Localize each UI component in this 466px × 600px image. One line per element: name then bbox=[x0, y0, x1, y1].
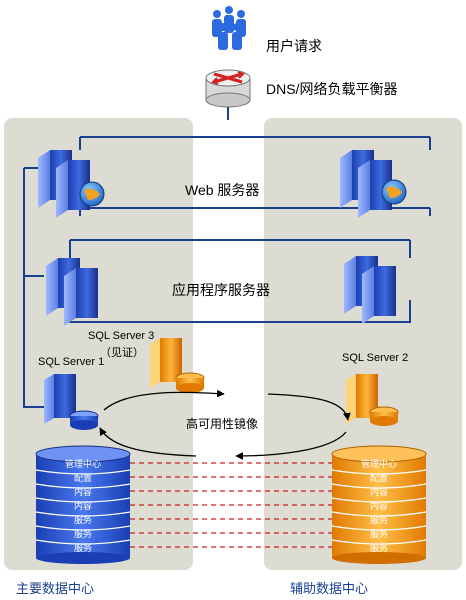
sql-server-3-icon bbox=[150, 338, 205, 393]
sql-server-1-icon bbox=[44, 374, 99, 430]
web-server-left-icon bbox=[38, 150, 105, 218]
witness-note-label: （见证） bbox=[100, 347, 144, 359]
web-server-right-icon bbox=[340, 150, 407, 218]
router-icon bbox=[205, 69, 251, 108]
primary-database-stack bbox=[35, 445, 131, 564]
primary-db-label: 内容 bbox=[73, 501, 92, 511]
sql-server-1-label: SQL Server 1 bbox=[38, 356, 105, 368]
load-balancer-label: DNS/网络负载平衡器 bbox=[266, 81, 398, 97]
primary-datacenter-label: 主要数据中心 bbox=[16, 581, 95, 596]
primary-db-label: 内容 bbox=[73, 487, 92, 497]
secondary-db-label: 管理中心 bbox=[360, 459, 397, 469]
primary-db-label: 服务 bbox=[73, 543, 92, 553]
users-icon bbox=[212, 6, 246, 50]
primary-db-label: 服务 bbox=[73, 529, 92, 539]
secondary-db-label: 内容 bbox=[369, 501, 388, 511]
sql-server-2-icon bbox=[346, 374, 399, 426]
sql-server-2-label: SQL Server 2 bbox=[342, 352, 409, 364]
user-request-label: 用户请求 bbox=[266, 38, 322, 54]
secondary-db-label: 服务 bbox=[369, 515, 388, 525]
secondary-db-label: 服务 bbox=[369, 529, 388, 539]
secondary-db-label: 服务 bbox=[369, 543, 388, 553]
primary-db-label: 配置 bbox=[73, 473, 92, 483]
secondary-datacenter-label: 辅助数据中心 bbox=[290, 581, 369, 596]
sql-server-3-label: SQL Server 3 bbox=[88, 330, 155, 342]
app-server-left-icon bbox=[46, 258, 98, 326]
app-server-right-icon bbox=[344, 256, 396, 324]
replication-lines bbox=[130, 462, 332, 548]
web-tier-label: Web 服务器 bbox=[185, 182, 260, 198]
app-tier-label: 应用程序服务器 bbox=[172, 282, 270, 298]
primary-db-label: 服务 bbox=[73, 515, 92, 525]
mirroring-arrows bbox=[99, 389, 351, 460]
mirroring-label: 高可用性镜像 bbox=[186, 417, 259, 431]
secondary-database-stack bbox=[331, 445, 427, 564]
secondary-db-label: 内容 bbox=[369, 487, 388, 497]
secondary-db-label: 配置 bbox=[369, 473, 388, 483]
primary-db-label: 管理中心 bbox=[64, 459, 101, 469]
